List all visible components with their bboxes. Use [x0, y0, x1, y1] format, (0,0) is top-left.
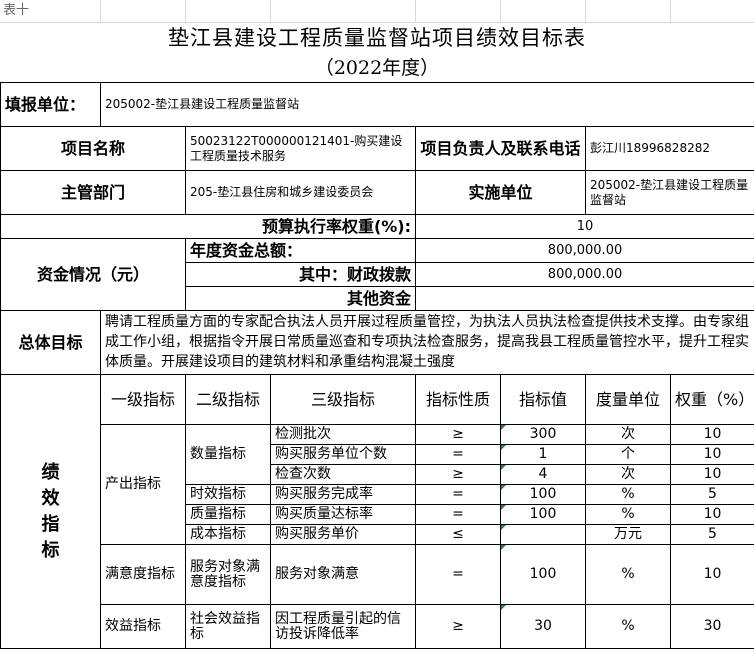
project-name-value[interactable]: 50023122T000000121401-购买建设工程质量技术服务 [185, 126, 416, 171]
performance-indicators-label[interactable]: 绩效指标 [0, 374, 101, 649]
level2-cost[interactable]: 成本指标 [185, 524, 271, 545]
overall-goal-text[interactable]: 聘请工程质量方面的专家配合执法人员开展过程质量管控，为执法人员执法检查提供技术支… [99, 310, 754, 375]
grid-line [415, 0, 416, 22]
grid-line [0, 22, 754, 23]
table-row: 成本指标 购买服务单价 ≤ 万元 5 [1, 524, 754, 545]
indicator-weight[interactable]: 10 [669, 464, 754, 485]
header-nature[interactable]: 指标性质 [415, 374, 501, 425]
level2-timeliness[interactable]: 时效指标 [185, 484, 271, 505]
project-leader-value[interactable]: 彭江川18996828282 [584, 126, 754, 171]
indicator-value[interactable]: 1 [500, 444, 586, 465]
indicator-value[interactable]: 100 [500, 544, 586, 605]
page-title: 垫江县建设工程质量监督站项目绩效目标表 [168, 26, 586, 50]
indicator-unit[interactable]: 次 [585, 464, 671, 485]
indicator-unit[interactable]: % [585, 544, 671, 605]
indicator-unit[interactable]: 次 [585, 424, 671, 445]
indicator-unit[interactable]: % [585, 504, 671, 525]
other-funds-label[interactable]: 其他资金 [185, 286, 416, 311]
indicator-operator[interactable]: ≥ [415, 604, 501, 649]
grid-line [270, 0, 271, 22]
indicator-unit[interactable]: % [585, 484, 671, 505]
table-row: 时效指标 购买服务完成率 = 100 % 5 [1, 484, 754, 505]
level3-name[interactable]: 购买质量达标率 [270, 504, 416, 525]
indicator-value[interactable]: 4 [500, 464, 586, 485]
header-weight[interactable]: 权重（%） [669, 374, 754, 425]
table-row: 效益指标 社会效益指标 因工程质量引起的信访投诉降低率 ≥ 30 % 30 [1, 604, 754, 649]
indicator-operator[interactable]: = [415, 444, 501, 465]
project-name-label[interactable]: 项目名称 [0, 126, 186, 171]
indicator-unit[interactable]: 万元 [585, 524, 671, 545]
page-subtitle: （2022年度） [314, 57, 440, 79]
fiscal-funds-value[interactable]: 800,000.00 [414, 262, 754, 287]
indicator-operator[interactable]: ≥ [415, 464, 501, 485]
level3-name[interactable]: 服务对象满意 [270, 544, 416, 605]
indicator-weight[interactable]: 10 [669, 424, 754, 445]
level1-output[interactable]: 产出指标 [100, 424, 186, 545]
annual-total-label[interactable]: 年度资金总额： [185, 238, 416, 263]
other-funds-value[interactable] [414, 286, 754, 311]
header-level3[interactable]: 三级指标 [270, 374, 416, 425]
level3-name[interactable]: 购买服务完成率 [270, 484, 416, 505]
level3-name[interactable]: 因工程质量引起的信访投诉降低率 [270, 604, 416, 649]
indicator-unit[interactable]: 个 [585, 444, 671, 465]
header-value[interactable]: 指标值 [500, 374, 586, 425]
indicator-value[interactable] [500, 524, 586, 545]
indicator-operator[interactable]: ≤ [415, 524, 501, 545]
header-level1[interactable]: 一级指标 [100, 374, 186, 425]
level1-benefit[interactable]: 效益指标 [100, 604, 186, 649]
level2-service-satisfaction[interactable]: 服务对象满意度指标 [185, 544, 271, 605]
funding-label[interactable]: 资金情况（元） [0, 238, 186, 311]
indicator-value[interactable]: 30 [500, 604, 586, 649]
indicator-weight[interactable]: 5 [669, 484, 754, 505]
grid-line [100, 0, 101, 22]
budget-weight-label[interactable]: 预算执行率权重(%): [0, 214, 416, 239]
indicator-value[interactable]: 300 [500, 424, 586, 445]
level3-name[interactable]: 检测批次 [270, 424, 416, 445]
sheet-tag: 表十 [3, 3, 30, 18]
performance-table: 填报单位： 205002-垫江县建设工程质量监督站 项目名称 50023122T… [0, 82, 754, 649]
indicator-weight[interactable]: 30 [669, 604, 754, 649]
grid-line [670, 0, 671, 22]
table-row: 满意度指标 服务对象满意度指标 服务对象满意 = 100 % 10 [1, 544, 754, 605]
grid-line [185, 0, 186, 22]
indicator-operator[interactable]: = [415, 484, 501, 505]
overall-goal-label[interactable]: 总体目标 [0, 310, 101, 375]
implementing-unit-label[interactable]: 实施单位 [415, 170, 586, 215]
budget-weight-value[interactable]: 10 [414, 214, 754, 239]
performance-indicators-text: 绩效指标 [41, 461, 60, 561]
fiscal-funds-label[interactable]: 其中：财政拨款 [185, 262, 416, 287]
level3-name[interactable]: 检查次数 [270, 464, 416, 485]
reporting-unit-label[interactable]: 填报单位： [0, 82, 101, 127]
indicator-value[interactable]: 100 [500, 484, 586, 505]
reporting-unit-value[interactable]: 205002-垫江县建设工程质量监督站 [99, 82, 754, 127]
table-row: 购买服务单位个数 = 1 个 10 [1, 444, 754, 465]
level2-social-benefit[interactable]: 社会效益指标 [185, 604, 271, 649]
indicator-weight[interactable]: 10 [669, 444, 754, 465]
indicator-weight[interactable]: 5 [669, 524, 754, 545]
indicator-operator[interactable]: = [415, 544, 501, 605]
grid-line [500, 0, 501, 22]
implementing-unit-value[interactable]: 205002-垫江县建设工程质量监督站 [584, 170, 754, 215]
supervising-dept-value[interactable]: 205-垫江县住房和城乡建设委员会 [185, 170, 416, 215]
indicator-weight[interactable]: 10 [669, 544, 754, 605]
header-level2[interactable]: 二级指标 [185, 374, 271, 425]
indicator-operator[interactable]: ≥ [415, 424, 501, 445]
level3-name[interactable]: 购买服务单位个数 [270, 444, 416, 465]
table-row: 质量指标 购买质量达标率 = 100 % 10 [1, 504, 754, 525]
level2-quality[interactable]: 质量指标 [185, 504, 271, 525]
table-row: 产出指标 数量指标 检测批次 ≥ 300 次 10 [1, 424, 754, 545]
indicator-operator[interactable]: = [415, 504, 501, 525]
grid-line [585, 0, 586, 22]
supervising-dept-label[interactable]: 主管部门 [0, 170, 186, 215]
level3-name[interactable]: 购买服务单价 [270, 524, 416, 545]
annual-total-value[interactable]: 800,000.00 [414, 238, 754, 263]
level1-satisfaction[interactable]: 满意度指标 [100, 544, 186, 605]
level2-quantity[interactable]: 数量指标 [185, 424, 271, 485]
indicator-weight[interactable]: 10 [669, 504, 754, 525]
header-unit[interactable]: 度量单位 [585, 374, 671, 425]
indicator-value[interactable]: 100 [500, 504, 586, 525]
indicator-unit[interactable]: % [585, 604, 671, 649]
project-leader-label[interactable]: 项目负责人及联系电话 [415, 126, 586, 171]
